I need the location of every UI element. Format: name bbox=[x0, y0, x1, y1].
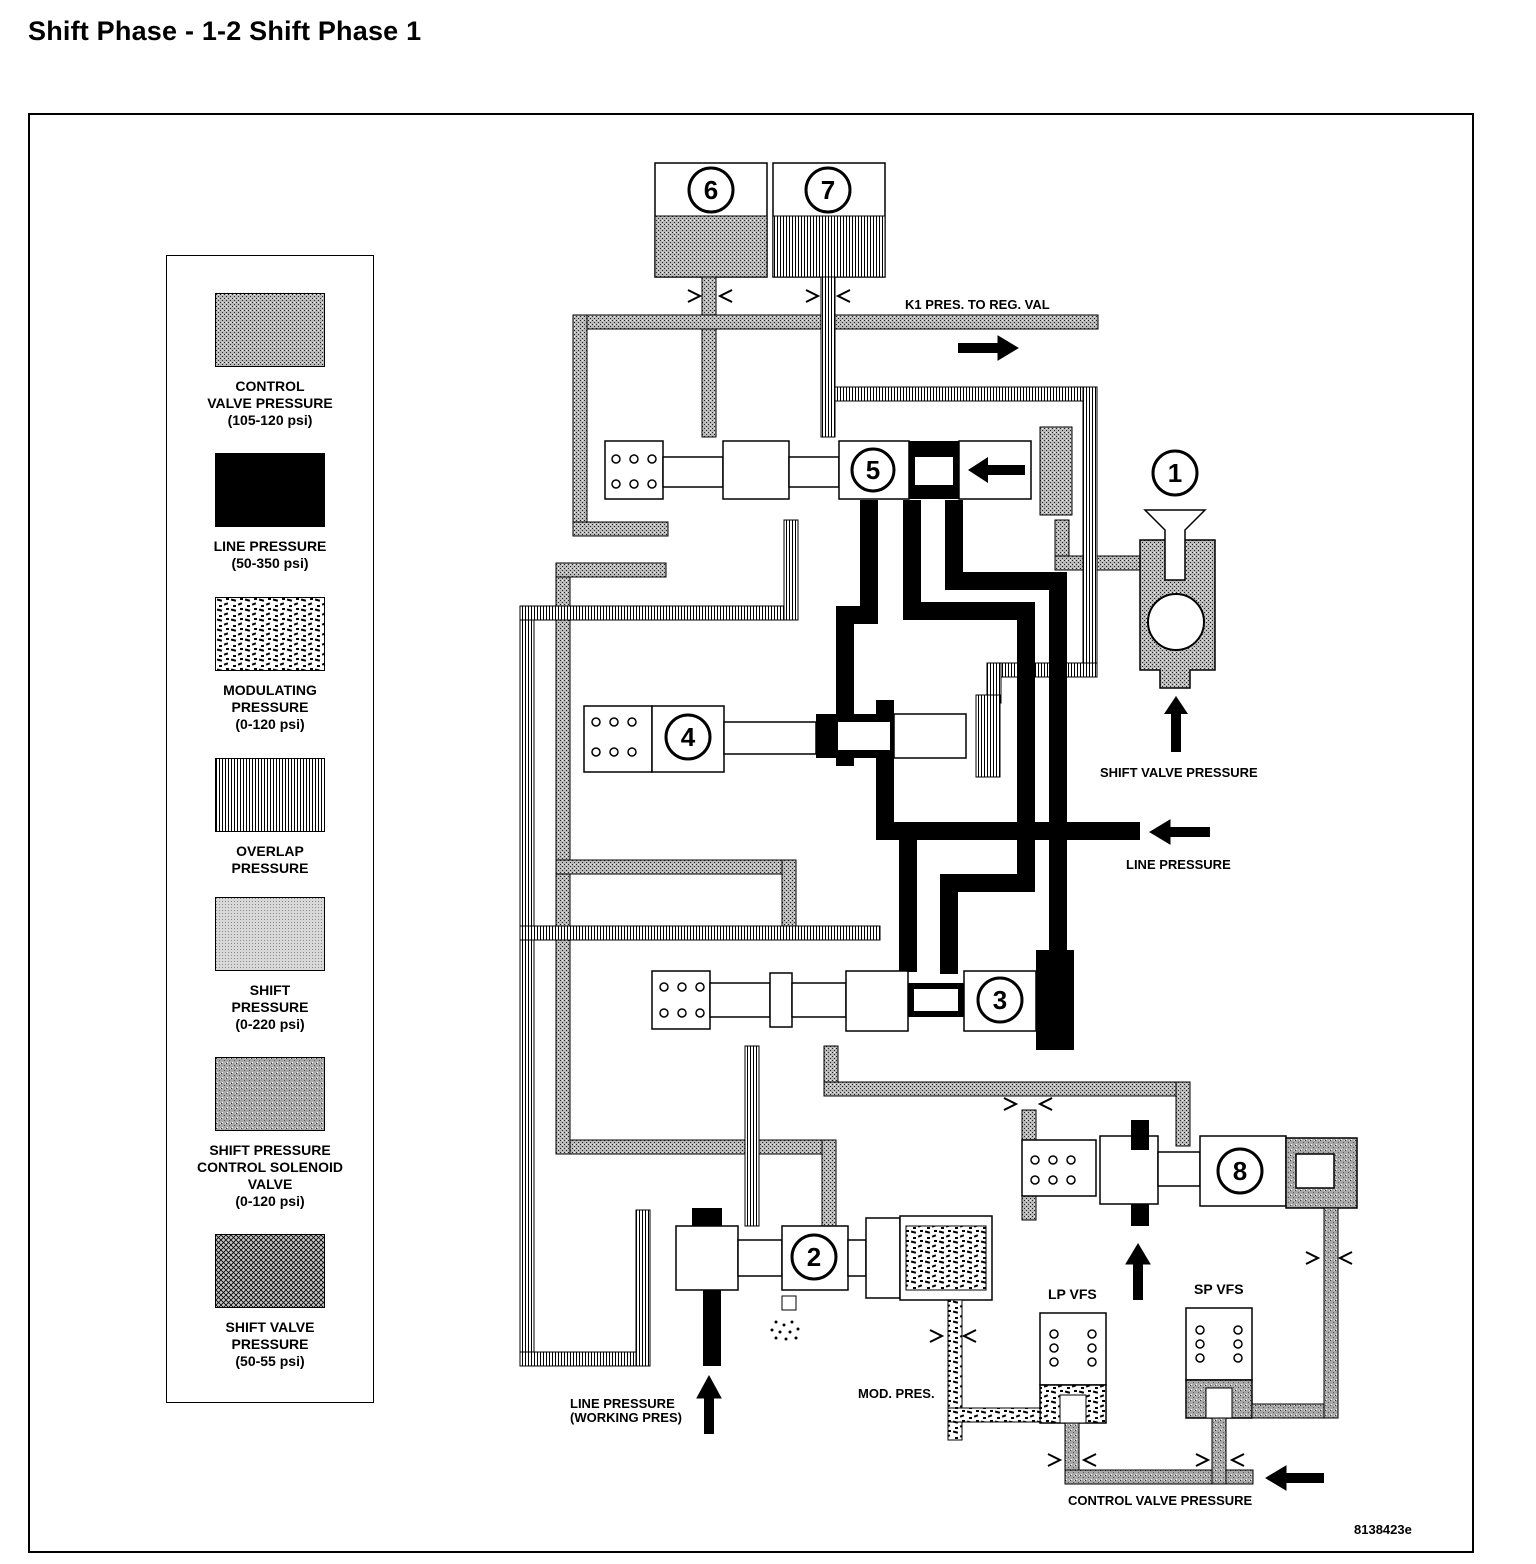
clutch-7: 7 bbox=[772, 162, 886, 278]
legend-item-shift-pressure-control-solenoid: SHIFT PRESSURE CONTROL SOLENOID VALVE (0… bbox=[167, 1057, 373, 1210]
label-working-pres: (WORKING PRES) bbox=[570, 1410, 682, 1425]
label-control-valve-pressure: CONTROL VALVE PRESSURE bbox=[1068, 1493, 1253, 1508]
legend-swatch-shift-valve bbox=[215, 1234, 326, 1309]
diagram-frame bbox=[28, 113, 1474, 1553]
legend-swatch-overlap bbox=[215, 758, 326, 833]
legend-item-control-valve-pressure: CONTROL VALVE PRESSURE (105-120 psi) bbox=[167, 293, 373, 429]
legend-label: CONTROL VALVE PRESSURE (105-120 psi) bbox=[207, 378, 333, 428]
legend-label: SHIFT PRESSURE (0-220 psi) bbox=[231, 982, 309, 1032]
lp-vfs-solenoid bbox=[1039, 1312, 1107, 1424]
legend-label: OVERLAP PRESSURE bbox=[231, 843, 309, 876]
label-sp-vfs: SP VFS bbox=[1194, 1281, 1244, 1297]
legend-label: MODULATING PRESSURE (0-120 psi) bbox=[223, 682, 317, 732]
label-line-pressure: LINE PRESSURE bbox=[1126, 857, 1231, 872]
check-valve-1: 1 bbox=[1139, 449, 1216, 752]
valve-4: 4 bbox=[583, 694, 1001, 778]
legend-label: SHIFT VALVE PRESSURE (50-55 psi) bbox=[225, 1319, 315, 1369]
component-number-2: 2 bbox=[807, 1242, 821, 1272]
component-number-5: 5 bbox=[866, 455, 880, 485]
label-shift-valve-pressure: SHIFT VALVE PRESSURE bbox=[1100, 765, 1258, 780]
overlap-pressure-passages bbox=[519, 276, 1098, 1367]
legend-swatch-line bbox=[215, 453, 326, 528]
component-number-3: 3 bbox=[993, 985, 1007, 1015]
bottom-passages bbox=[947, 1207, 1339, 1485]
label-lp-vfs: LP VFS bbox=[1048, 1286, 1097, 1302]
component-number-8: 8 bbox=[1233, 1156, 1247, 1186]
line-pressure-passages bbox=[703, 500, 1149, 1366]
legend-swatch-modulating bbox=[215, 597, 326, 672]
valve-3: 3 bbox=[651, 950, 1074, 1050]
component-number-7: 7 bbox=[821, 175, 835, 205]
figure-id: 8138423e bbox=[1354, 1522, 1412, 1537]
label-line-pressure-working: LINE PRESSURE bbox=[570, 1396, 675, 1411]
valve-8: 8 bbox=[1021, 1120, 1358, 1209]
legend-item-modulating-pressure: MODULATING PRESSURE (0-120 psi) bbox=[167, 597, 373, 733]
legend-swatch-shift bbox=[215, 897, 326, 972]
legend-swatch-control bbox=[215, 293, 326, 368]
exhaust-spray bbox=[770, 1295, 800, 1341]
legend-item-shift-pressure: SHIFT PRESSURE (0-220 psi) bbox=[167, 897, 373, 1033]
page-title: Shift Phase - 1-2 Shift Phase 1 bbox=[28, 16, 422, 46]
clutch-6: 6 bbox=[654, 162, 768, 278]
orifice-marks bbox=[687, 289, 1353, 1467]
legend-panel: CONTROL VALVE PRESSURE (105-120 psi) LIN… bbox=[166, 255, 374, 1403]
valve-5: 5 bbox=[604, 426, 1073, 516]
label-mod-pres: MOD. PRES. bbox=[858, 1386, 935, 1401]
component-number-1: 1 bbox=[1168, 458, 1182, 488]
legend-item-line-pressure: LINE PRESSURE (50-350 psi) bbox=[167, 453, 373, 572]
component-number-6: 6 bbox=[704, 175, 718, 205]
legend-label: LINE PRESSURE (50-350 psi) bbox=[213, 538, 327, 571]
label-k1-pres: K1 PRES. TO REG. VAL bbox=[905, 297, 1050, 312]
legend-item-overlap-pressure: OVERLAP PRESSURE bbox=[167, 758, 373, 877]
flow-arrows bbox=[696, 335, 1324, 1491]
legend-item-shift-valve-pressure: SHIFT VALVE PRESSURE (50-55 psi) bbox=[167, 1234, 373, 1370]
sp-vfs-solenoid bbox=[1185, 1307, 1253, 1419]
legend-label: SHIFT PRESSURE CONTROL SOLENOID VALVE (0… bbox=[197, 1142, 343, 1209]
valve-2: 2 bbox=[675, 1208, 993, 1301]
legend-swatch-spcsv bbox=[215, 1057, 326, 1132]
component-number-4: 4 bbox=[681, 722, 696, 752]
